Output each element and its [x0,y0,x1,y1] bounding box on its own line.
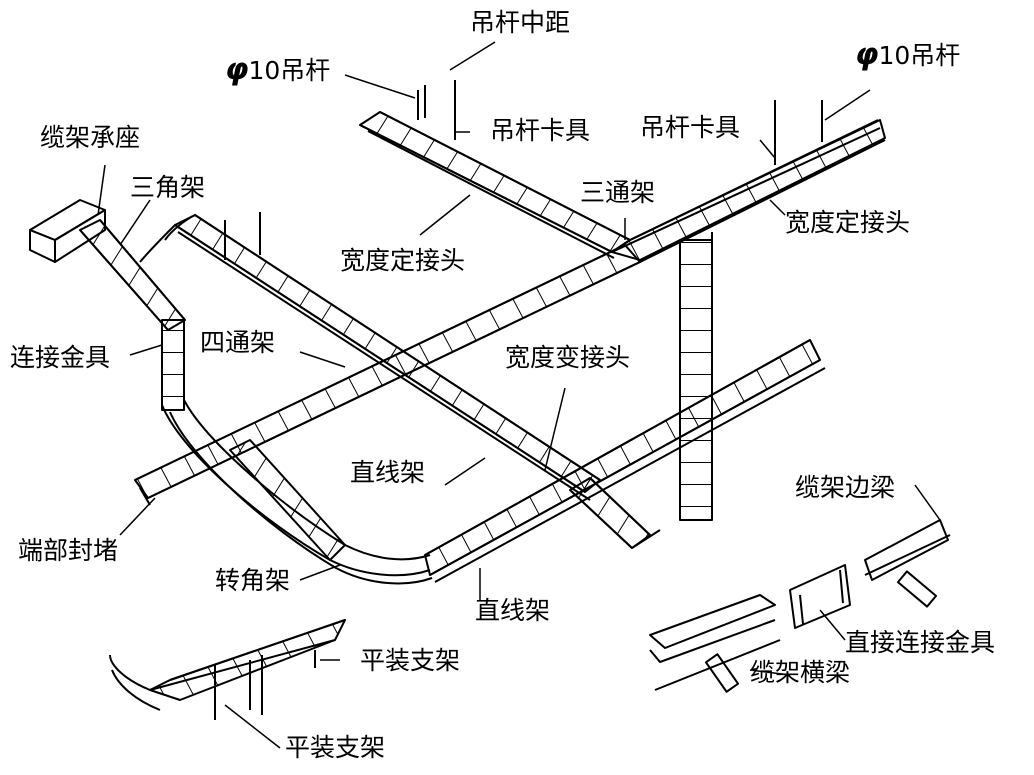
label-elbow: 转角架 [215,566,291,595]
label-triangle-bracket: 三角架 [130,173,206,202]
label-variable-width-joint: 宽度变接头 [505,343,631,372]
label-rod-clamp-2: 吊杆卡具 [640,113,741,142]
lower-elbow-tray [161,399,433,585]
label-rod-left: φ10吊杆 [225,55,330,85]
label-straight-connector: 直接连接金具 [845,628,996,657]
side-rail-part [864,519,951,608]
left-vertical-riser [161,319,185,411]
crossbeam-section [649,594,781,693]
leader-lines [97,41,941,749]
tray-seat-block [29,199,106,263]
label-crossbeam: 缆架横梁 [750,658,851,687]
label-straight-1: 直线架 [350,458,426,487]
phi-symbol-left: φ [225,52,249,87]
straight-connector-part [789,564,851,629]
label-tee: 三通架 [580,178,656,207]
label-connector-fitting: 连接金具 [10,343,111,372]
label-straight-2: 直线架 [475,596,551,625]
label-tray-seat: 缆架承座 [40,123,141,152]
upper-straight-tray [359,111,631,259]
lower-straight-tray [424,339,826,583]
label-end-cap: 端部封堵 [18,536,119,565]
label-side-rail: 缆架边梁 [795,473,896,502]
flat-bracket-assembly [109,619,346,720]
diagonal-stub-tray [569,477,661,549]
label-rod-right: φ10吊杆 [855,40,960,70]
phi-symbol-right: φ [855,37,879,72]
label-rod-right-text: 10吊杆 [878,41,961,70]
label-hanger-spacing: 吊杆中距 [470,8,571,37]
label-rod-left-text: 10吊杆 [248,56,331,85]
label-flat-bracket-1: 平装支架 [360,646,461,675]
label-cross: 四通架 [200,328,276,357]
hanger-rods-left [224,80,823,260]
label-fixed-width-joint-1: 宽度定接头 [340,246,466,275]
label-flat-bracket-2: 平装支架 [285,733,386,762]
label-fixed-width-joint-2: 宽度定接头 [785,208,911,237]
right-vertical-ladder [679,232,713,521]
label-rod-clamp-1: 吊杆卡具 [490,116,591,145]
